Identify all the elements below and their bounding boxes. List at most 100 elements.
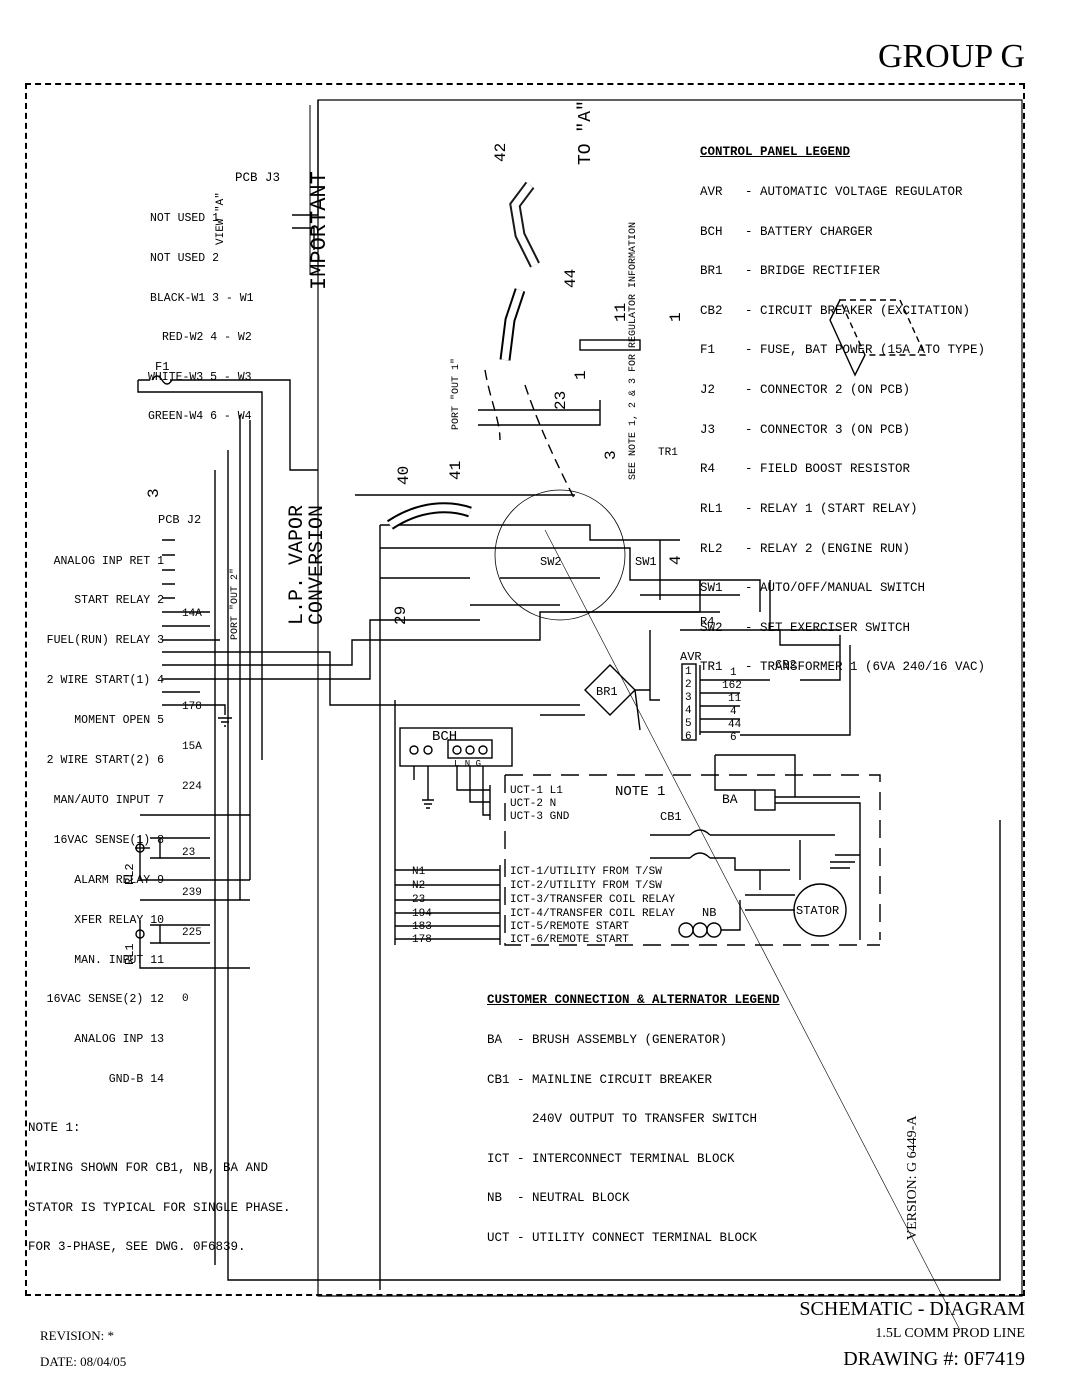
- customer-connection-legend: CUSTOMER CONNECTION & ALTERNATOR LEGEND …: [487, 968, 780, 1258]
- legend-item: UCT - UTILITY CONNECT TERMINAL BLOCK: [487, 1231, 758, 1246]
- legend-item: J3 - CONNECTOR 3 (ON PCB): [700, 422, 911, 437]
- j2-pin: ANALOG INP 13: [74, 1033, 164, 1047]
- legend-item: R4 - FIELD BOOST RESISTOR: [700, 462, 911, 477]
- j3-pin: NOT USED 1: [150, 212, 220, 226]
- ict-label: ICT-4/TRANSFER COIL RELAY: [510, 908, 675, 920]
- part-number: 3: [145, 488, 163, 498]
- legend-item: CB1 - MAINLINE CIRCUIT BREAKER: [487, 1072, 713, 1087]
- j2-wire: 14A: [182, 607, 202, 620]
- note-title: NOTE 1:: [28, 1121, 81, 1136]
- part-number: 11: [612, 303, 630, 322]
- part-number: 40: [395, 466, 413, 485]
- part-number: 41: [447, 461, 465, 480]
- ict-wire: 23: [412, 894, 425, 906]
- uct-label: UCT-2 N: [510, 798, 556, 810]
- to-a-label: TO "A": [576, 100, 596, 165]
- j2-pin: START RELAY 2: [74, 594, 164, 608]
- stator-label: STATOR: [796, 904, 839, 918]
- j2-wire: 0: [182, 993, 189, 1006]
- legend-item: NB - NEUTRAL BLOCK: [487, 1191, 630, 1206]
- avr-pin: 2: [685, 679, 692, 691]
- avr-wire: 11: [728, 693, 742, 705]
- important-label: IMPORTANT: [307, 171, 332, 290]
- part-number: 23: [552, 391, 570, 410]
- ict-label: ICT-6/REMOTE START: [510, 934, 629, 946]
- legend-item: ICT - INTERCONNECT TERMINAL BLOCK: [487, 1151, 735, 1166]
- br1-label: BR1: [596, 685, 618, 699]
- avr-pin: 6: [685, 731, 692, 743]
- ict-wire: 194: [412, 908, 432, 920]
- avr-terminal-block: [681, 663, 697, 741]
- j2-wire: 224: [182, 780, 202, 793]
- j2-pin: 16VAC SENSE(1) 8: [53, 833, 164, 847]
- avr-wire: 6: [730, 732, 737, 744]
- pcb-j2-pins: ANALOG INP RET 1 START RELAY 2 FUEL(RUN)…: [36, 528, 164, 1100]
- avr-pin: 5: [685, 718, 692, 730]
- fitting-11: [579, 339, 641, 351]
- legend-item: BCH - BATTERY CHARGER: [700, 224, 873, 239]
- rl1-label: RL1: [123, 943, 137, 965]
- j2-pin: MOMENT OPEN 5: [74, 714, 164, 728]
- pcb-j3-title: PCB J3: [235, 171, 281, 185]
- note-1-block: NOTE 1: WIRING SHOWN FOR CB1, NB, BA AND…: [28, 1096, 291, 1268]
- legend-item: RL2 - RELAY 2 (ENGINE RUN): [700, 541, 911, 556]
- legend-item: TR1 - TRANSFORMER 1 (6VA 240/16 VAC): [700, 660, 986, 675]
- j2-pin: ANALOG INP RET 1: [53, 554, 164, 568]
- j3-pin: WHITE-W3 5 - W3: [148, 370, 252, 384]
- j2-pin: 2 WIRE START(2) 6: [46, 754, 164, 768]
- ict-label: ICT-5/REMOTE START: [510, 921, 629, 933]
- r4-label: R4: [700, 615, 714, 629]
- fuse-f1: [151, 375, 173, 385]
- legend-item: 240V OUTPUT TO TRANSFER SWITCH: [487, 1112, 758, 1127]
- brush-assembly-ba: [754, 789, 776, 811]
- uct-label: UCT-3 GND: [510, 811, 570, 823]
- bch-label: BCH: [432, 729, 457, 745]
- bridge-rectifier-br1: [584, 664, 636, 716]
- j2-pin: MAN/AUTO INPUT 7: [53, 793, 164, 807]
- j2-pin: ALARM RELAY 9: [74, 873, 164, 887]
- pcb-j2-title: PCB J2: [158, 513, 202, 527]
- ict-label: ICT-2/UTILITY FROM T/SW: [510, 880, 662, 892]
- battery-charger-bch: [399, 727, 513, 767]
- avr-wire: 1: [730, 667, 737, 679]
- drawing-number: DRAWING #: 0F7419: [843, 1348, 1025, 1370]
- avr-wire: 44: [728, 719, 742, 731]
- j3-pin: BLACK-W1 3 - W1: [150, 291, 254, 305]
- legend-item: SW1 - AUTO/OFF/MANUAL SWITCH: [700, 581, 926, 596]
- regulator-circle: [494, 489, 626, 621]
- j3-pin: RED-W2 4 - W2: [162, 331, 252, 345]
- f1-label: F1: [155, 360, 169, 374]
- part-number: 3: [602, 450, 620, 460]
- legend-item: BR1 - BRIDGE RECTIFIER: [700, 264, 881, 279]
- part-number: 42: [492, 143, 510, 162]
- j2-pin: MAN. INPUT 11: [74, 953, 164, 967]
- nb-label: NB: [702, 906, 716, 920]
- cb2-label: CB2: [775, 658, 797, 672]
- part-number: 29: [392, 606, 410, 625]
- j2-wire: 15A: [182, 740, 202, 753]
- drawing-frame: [25, 83, 1025, 1296]
- j2-wire: 225: [182, 926, 202, 939]
- rl2-label: RL2: [123, 863, 137, 885]
- pcb-j2-wires: 14A 178 15A 224 23 239 225 0: [182, 528, 202, 1020]
- customer-legend-title: CUSTOMER CONNECTION & ALTERNATOR LEGEND: [487, 993, 780, 1008]
- part-number: 1: [667, 312, 685, 322]
- j2-pin: 16VAC SENSE(2) 12: [46, 993, 164, 1007]
- ict-label: ICT-3/TRANSFER COIL RELAY: [510, 894, 675, 906]
- j2-pin: XFER RELAY 10: [74, 913, 164, 927]
- j3-pin: GREEN-W4 6 - W4: [148, 410, 252, 424]
- note-line: FOR 3-PHASE, SEE DWG. 0F6839.: [28, 1240, 246, 1255]
- ba-label: BA: [722, 792, 738, 807]
- j2-pin: FUEL(RUN) RELAY 3: [46, 634, 164, 648]
- revision-label: REVISION: *: [40, 1328, 115, 1343]
- cb1-label: CB1: [660, 810, 682, 824]
- version-label: VERSION: G 6449-A: [905, 1115, 920, 1240]
- avr-wire: 4: [730, 706, 737, 718]
- tr1-label: TR1: [658, 447, 678, 459]
- main-wire-loop: [317, 99, 1023, 1297]
- legend-item: AVR - AUTOMATIC VOLTAGE REGULATOR: [700, 185, 963, 200]
- avr-pin: 1: [685, 666, 692, 678]
- legend-item: J2 - CONNECTOR 2 (ON PCB): [700, 383, 911, 398]
- legend-item: CB2 - CIRCUIT BREAKER (EXCITATION): [700, 303, 971, 318]
